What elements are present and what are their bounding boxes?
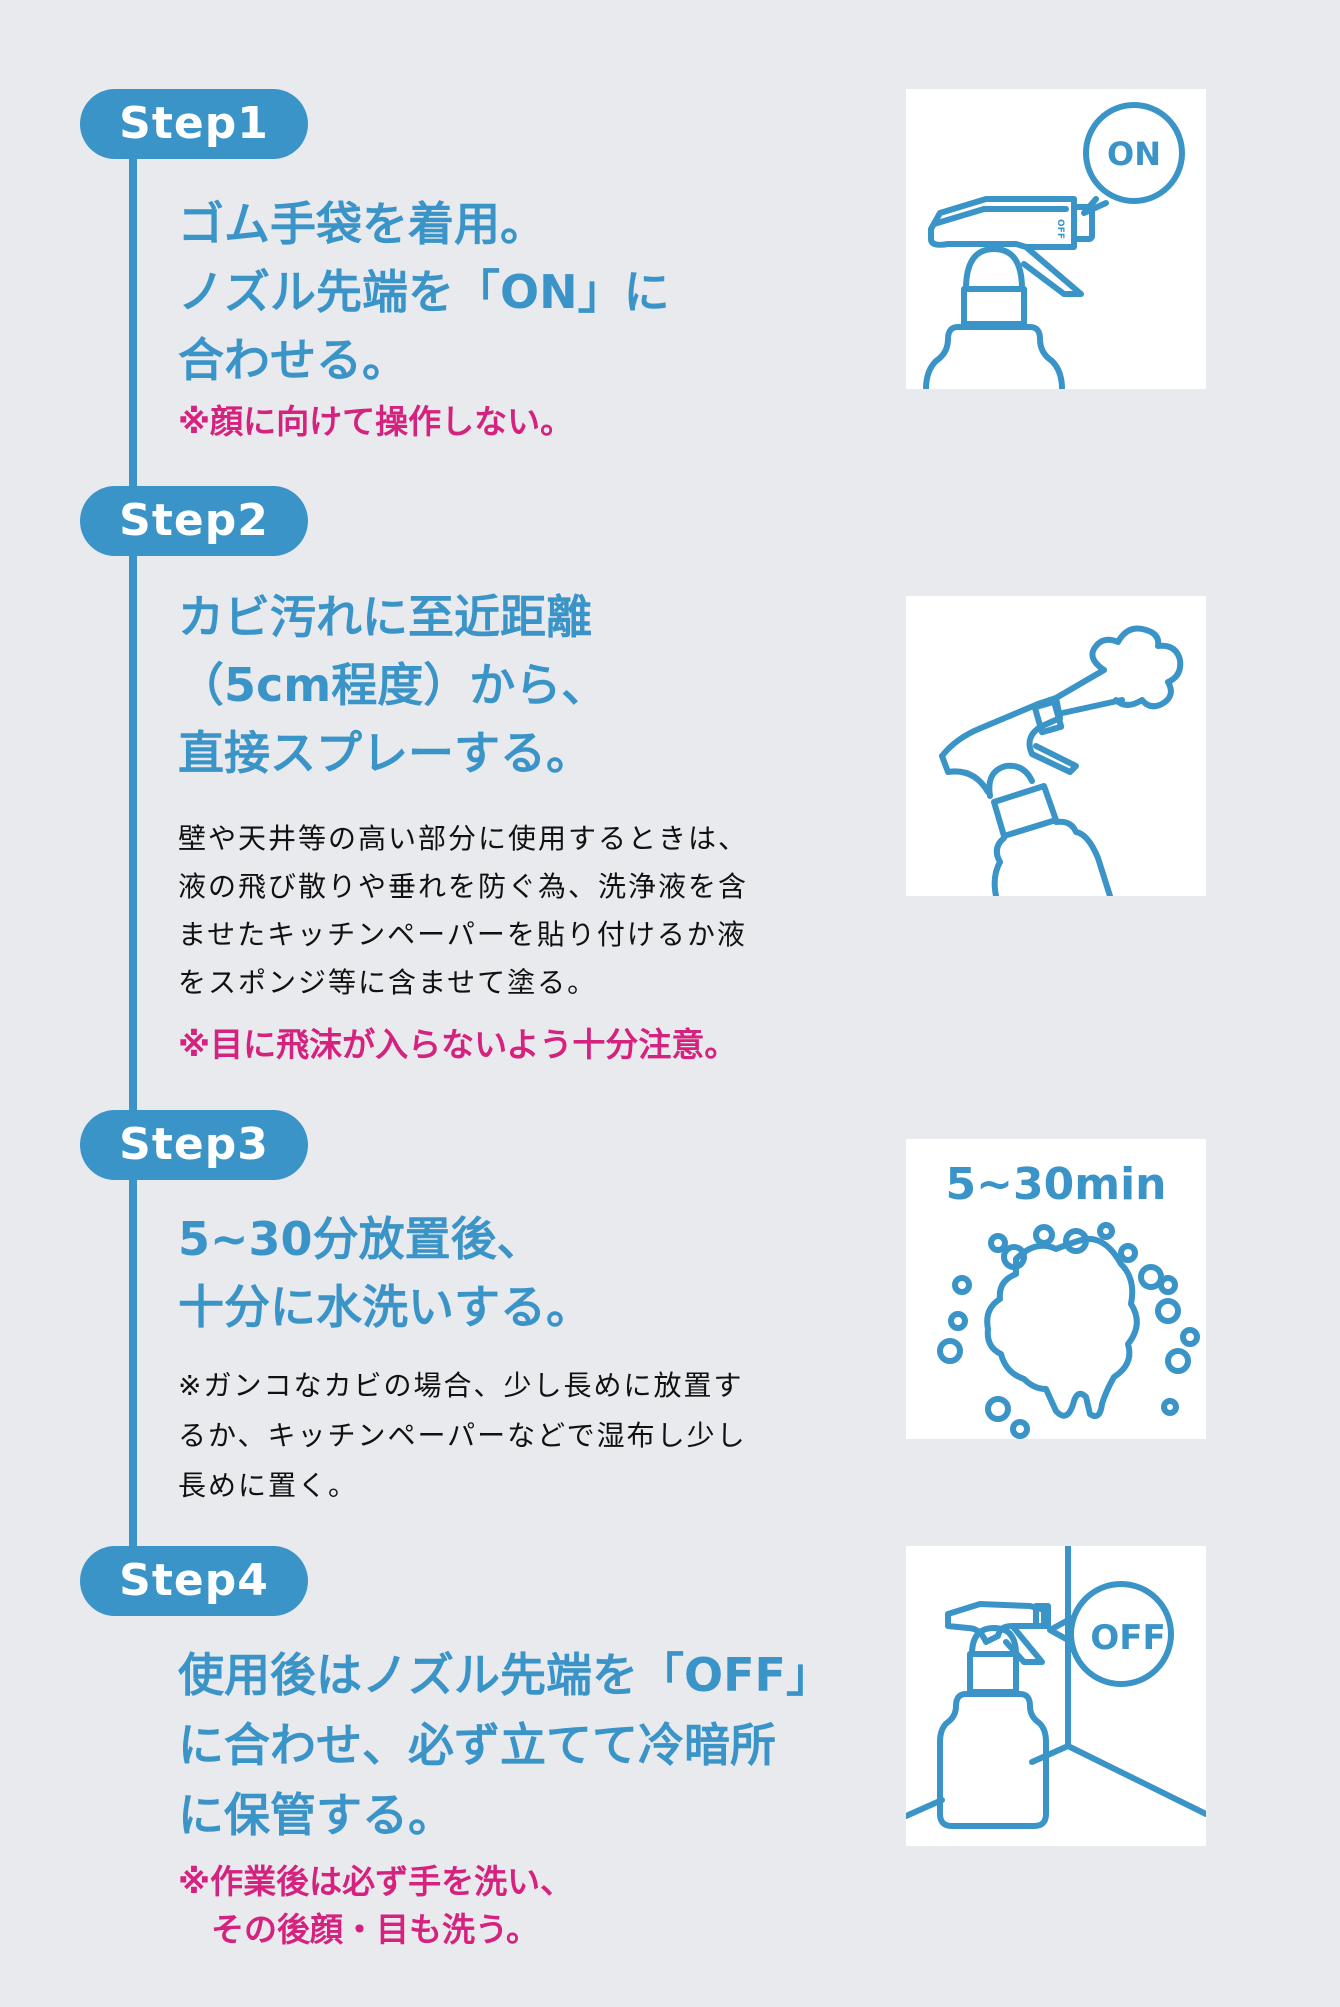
step3-heading: 5~30分放置後、 十分に水洗いする。 (178, 1205, 747, 1341)
step2-illustration (906, 596, 1206, 896)
heading-line: カビ汚れに至近距離 (178, 590, 592, 644)
svg-text:5~30min: 5~30min (946, 1159, 1167, 1210)
timeline-line (129, 150, 137, 1550)
step2-body: 壁や天井等の高い部分に使用するときは、 液の飛び散りや垂れを防ぐ為、洗浄液を含 … (178, 815, 748, 1007)
step4-heading: 使用後はノズル先端を「OFF」 に合わせ、必ず立てて冷暗所 に保管する。 (178, 1640, 832, 1850)
step1-heading: ゴム手袋を着用。 ノズル先端を「ON」に 合わせる。 (178, 190, 670, 394)
spray-bottle-on-icon: ON OFF (923, 102, 1185, 389)
body-line: ※ガンコなカビの場合、少し長めに放置す (178, 1369, 744, 1402)
svg-text:OFF: OFF (1055, 219, 1065, 239)
step3-content: 5~30分放置後、 十分に水洗いする。 ※ガンコなカビの場合、少し長めに放置す … (178, 1205, 747, 1511)
spray-bottle-off-corner-icon: OFF (906, 1546, 1206, 1829)
spray-bottle-spraying-icon (939, 625, 1184, 896)
step2-warning: ※目に飛沫が入らないよう十分注意。 (178, 1025, 738, 1064)
body-line: ませたキッチンペーパーを貼り付けるか液 (178, 918, 747, 951)
heading-line: に保管する。 (178, 1788, 454, 1842)
step2-badge: Step2 (80, 486, 308, 556)
body-line: 長めに置く。 (178, 1469, 359, 1502)
heading-line: 直接スプレーする。 (178, 726, 592, 780)
step2-heading: カビ汚れに至近距離 （5cm程度）から、 直接スプレーする。 (178, 583, 748, 787)
body-line: 壁や天井等の高い部分に使用するときは、 (178, 822, 749, 855)
heading-line: 十分に水洗いする。 (178, 1280, 592, 1334)
step1-content: ゴム手袋を着用。 ノズル先端を「ON」に 合わせる。 ※顔に向けて操作しない。 (178, 190, 670, 446)
heading-line: 5~30分放置後、 (178, 1212, 543, 1266)
body-line: をスポンジ等に含ませて塗る。 (178, 966, 598, 999)
step4-illustration: OFF (906, 1546, 1206, 1846)
heading-line: 合わせる。 (178, 333, 408, 387)
heading-line: ゴム手袋を着用。 (178, 197, 546, 251)
body-line: るか、キッチンペーパーなどで湿布し少し (178, 1419, 747, 1452)
heading-line: 使用後はノズル先端を「OFF」 (178, 1648, 832, 1702)
step3-badge: Step3 (80, 1110, 308, 1180)
heading-line: （5cm程度）から、 (178, 658, 608, 712)
body-line: 液の飛び散りや垂れを防ぐ為、洗浄液を含 (178, 870, 749, 903)
warning-line: ※作業後は必ず手を洗い、 (178, 1862, 574, 1901)
step1-illustration: ON OFF (906, 89, 1206, 389)
step1-warning: ※顔に向けて操作しない。 (178, 402, 574, 441)
svg-text:ON: ON (1107, 135, 1161, 173)
step4-badge: Step4 (80, 1546, 308, 1616)
heading-line: に合わせ、必ず立てて冷暗所 (178, 1718, 776, 1772)
step1-badge: Step1 (80, 89, 308, 159)
mold-timer-icon: 5~30min (937, 1159, 1200, 1439)
step2-content: カビ汚れに至近距離 （5cm程度）から、 直接スプレーする。 壁や天井等の高い部… (178, 583, 748, 1069)
step4-content: 使用後はノズル先端を「OFF」 に合わせ、必ず立てて冷暗所 に保管する。 ※作業… (178, 1640, 832, 1954)
step3-illustration: 5~30min (906, 1139, 1206, 1439)
svg-text:OFF: OFF (1090, 1618, 1165, 1658)
step4-warning: ※作業後は必ず手を洗い、 その後顔・目も洗う。 (178, 1858, 832, 1954)
step3-body: ※ガンコなカビの場合、少し長めに放置す るか、キッチンペーパーなどで湿布し少し … (178, 1361, 747, 1511)
warning-line: その後顔・目も洗う。 (178, 1910, 540, 1949)
heading-line: ノズル先端を「ON」に (178, 265, 670, 319)
